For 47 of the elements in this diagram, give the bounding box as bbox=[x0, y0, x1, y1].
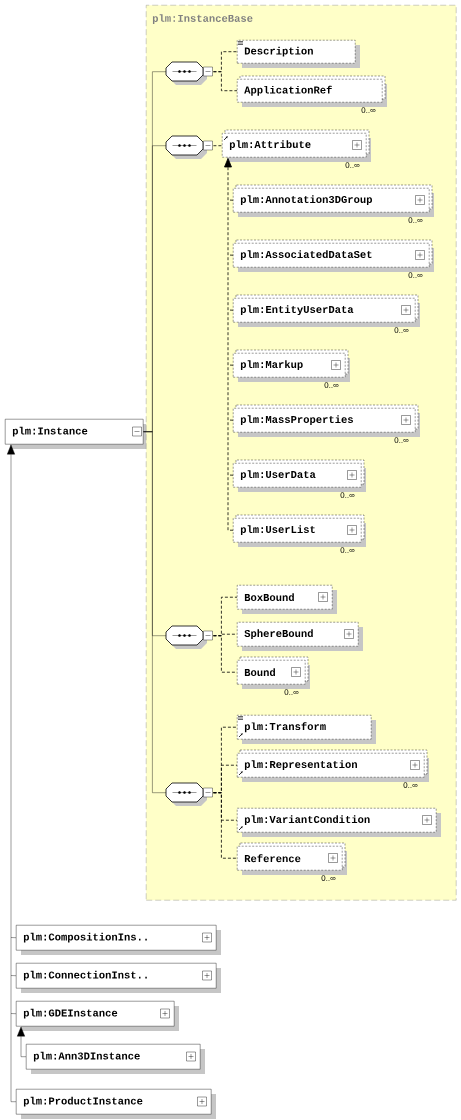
arrow bbox=[224, 158, 234, 531]
multiplicity-label: 0..∞ bbox=[324, 382, 339, 388]
element-box: plm:ProductInstance bbox=[16, 1089, 216, 1119]
multiplicity-label: 0..∞ bbox=[403, 782, 418, 788]
connector bbox=[213, 144, 223, 147]
element-box: plm:VariantCondition bbox=[237, 808, 441, 837]
connector bbox=[227, 474, 234, 476]
element-box: plm:UserData bbox=[233, 459, 366, 492]
multiplicity-label: 0..∞ bbox=[340, 547, 355, 553]
element-box: plm:GDEInstance bbox=[16, 1001, 179, 1031]
element-box: Description bbox=[237, 40, 360, 68]
multiplicity-label: 0..∞ bbox=[394, 327, 409, 333]
connector bbox=[10, 937, 17, 938]
multiplicity-label: 0..∞ bbox=[408, 217, 423, 223]
element-box: plm:Representation bbox=[237, 749, 429, 782]
connector bbox=[213, 635, 238, 673]
connector bbox=[143, 431, 167, 793]
element-box: plm:AssociatedDataSet bbox=[233, 239, 434, 272]
multiplicity-label: 0..∞ bbox=[394, 437, 409, 443]
element-box: plm:ConnectionInst.. bbox=[16, 963, 221, 993]
multiplicity-label: 0..∞ bbox=[340, 492, 355, 498]
element-box: plm:Instance bbox=[5, 419, 148, 449]
arrow bbox=[17, 1026, 27, 1057]
element-box: plm:Ann3DInstance bbox=[26, 1044, 205, 1074]
element-box: plm:CompositionIns.. bbox=[16, 925, 221, 955]
multiplicity-label: 0..∞ bbox=[361, 107, 376, 113]
connector bbox=[213, 792, 238, 859]
element-box: plm:Annotation3DGroup bbox=[233, 184, 434, 217]
multiplicity-label: 0..∞ bbox=[284, 689, 299, 695]
element-box: plm:Transform bbox=[237, 715, 376, 744]
element-box: SphereBound bbox=[237, 622, 363, 651]
arrow bbox=[7, 444, 17, 1102]
connector bbox=[10, 975, 17, 976]
element-box: ApplicationRef bbox=[237, 75, 387, 107]
element-box: plm:MassProperties bbox=[233, 404, 420, 437]
multiplicity-label: 0..∞ bbox=[321, 875, 336, 881]
multiplicity-label: 0..∞ bbox=[408, 272, 423, 278]
connector bbox=[213, 71, 238, 92]
multiplicity-label: 0..∞ bbox=[345, 162, 360, 168]
connector bbox=[227, 309, 234, 311]
connector bbox=[227, 419, 234, 421]
connector bbox=[10, 1013, 17, 1014]
element-box: plm:EntityUserData bbox=[233, 294, 420, 327]
connector bbox=[227, 199, 234, 201]
connector bbox=[227, 254, 234, 256]
connector bbox=[227, 364, 234, 366]
element-box: plm:UserList bbox=[233, 514, 366, 547]
